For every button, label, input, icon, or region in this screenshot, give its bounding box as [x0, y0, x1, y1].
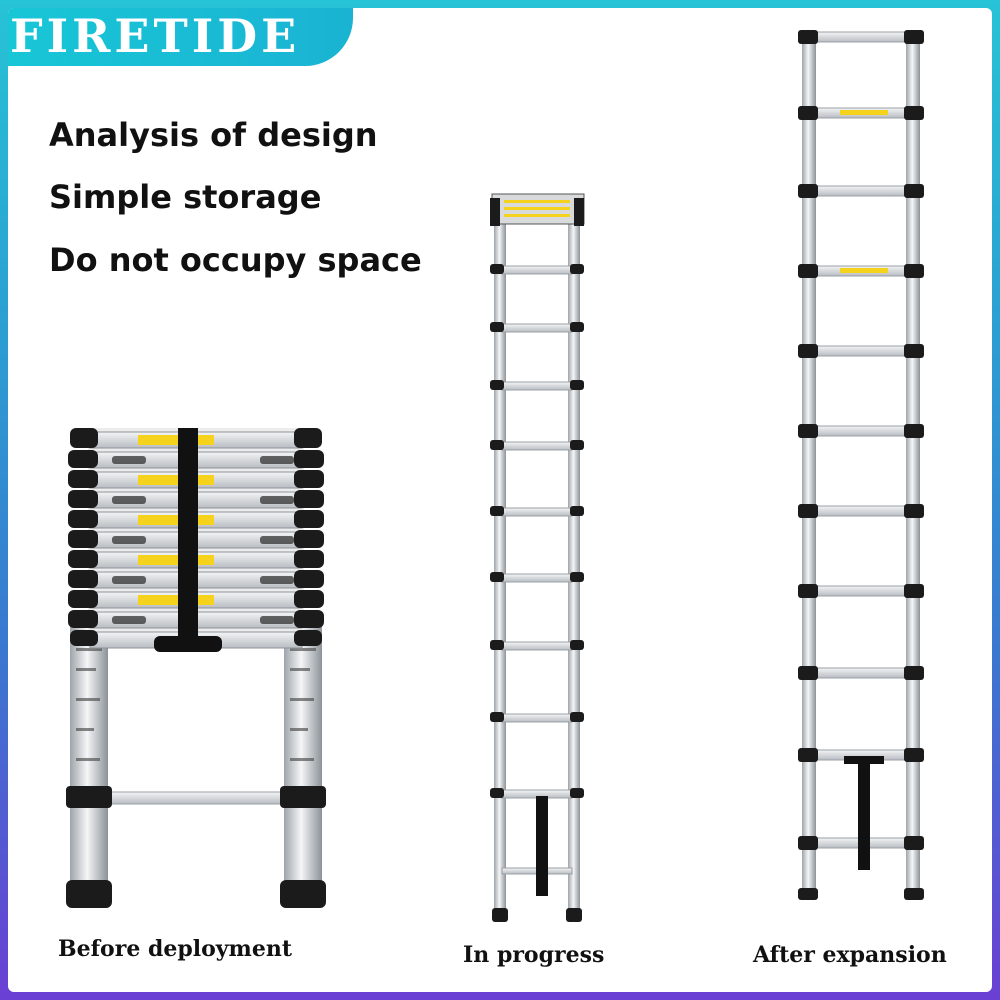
expanded-warning-labels [840, 110, 888, 273]
brand-banner: FIRETIDE [8, 8, 353, 66]
expanded-strap [858, 758, 870, 870]
product-panel: FIRETIDE Analysis of design Simple stora… [8, 8, 992, 992]
feature-space: Do not occupy space [49, 241, 422, 279]
expanded-left-rail [802, 36, 816, 898]
caption-progress: In progress [463, 942, 605, 968]
feature-storage: Simple storage [49, 178, 322, 216]
caption-after: After expansion [753, 942, 947, 968]
expanded-ladder [798, 30, 924, 900]
progress-ladder [490, 193, 585, 922]
collapsed-right-foot [280, 880, 326, 908]
ladder-illustrations [66, 30, 924, 922]
collapsed-rung-stack [68, 428, 324, 652]
collapsed-strap-handle [154, 636, 222, 652]
brand-name: FIRETIDE [10, 9, 301, 63]
collapsed-left-foot [66, 880, 112, 908]
collapsed-left-collar [66, 786, 112, 808]
collapsed-warning-labels [138, 435, 214, 605]
collapsed-bottom-rung [103, 791, 289, 805]
expanded-rungs [798, 30, 924, 850]
progress-left-rail [494, 208, 506, 918]
progress-right-rail [568, 208, 580, 918]
progress-strap [536, 796, 548, 896]
collapsed-right-collar [280, 786, 326, 808]
collapsed-hinge-caps [68, 428, 324, 646]
collapsed-ladder [66, 428, 326, 908]
caption-before: Before deployment [58, 936, 292, 962]
expanded-right-rail [906, 36, 920, 898]
progress-rungs [490, 264, 584, 799]
feature-design: Analysis of design [49, 116, 378, 154]
collapsed-strap [178, 428, 198, 642]
collapsed-tube-labels [76, 648, 316, 761]
